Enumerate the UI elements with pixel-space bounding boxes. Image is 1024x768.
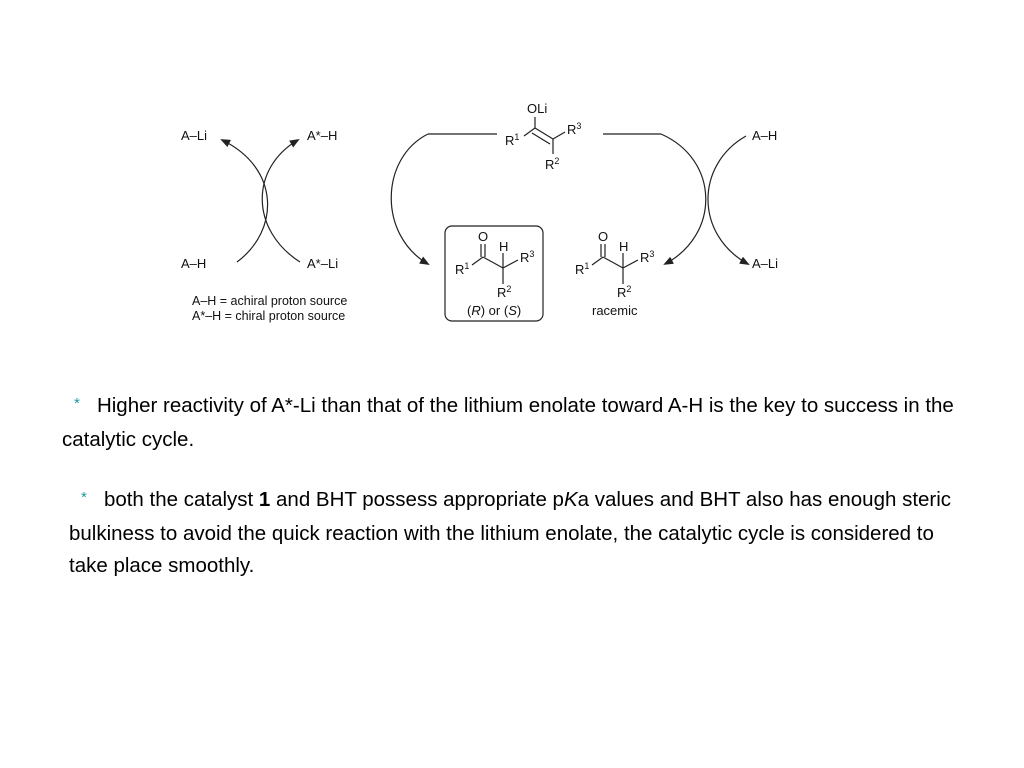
label-a-h-bottom: A–H [181,256,206,271]
legend-achiral: A–H = achiral proton source [192,294,347,308]
arc-right-cycle-right [707,135,750,265]
enolate-oli: OLi [527,101,547,116]
racemic-product-r1: R1 [575,261,589,277]
racemic-caption: racemic [592,303,638,318]
racemic-product-o: O [598,229,608,244]
chiral-product: O H R1 R3 R2 (R) or (S) [444,225,544,322]
enolate-r1: R1 [505,132,519,148]
note-2-text-c: a values and BHT also has enough steric … [69,488,952,577]
lithium-enolate-structure: OLi R1 R3 R2 [505,101,581,172]
catalyst-number: 1 [258,488,271,511]
racemic-product: O H R1 R3 R2 racemic [575,229,654,318]
chiral-product-caption: (R) or (S) [467,303,521,318]
arc-right-cycle-left [660,133,707,265]
label-a-li-right: A–Li [752,256,778,271]
label-a-li-top: A–Li [181,128,207,143]
bullet-2-icon: * [81,489,87,506]
enolate-r3: R3 [567,121,581,137]
chiral-product-o: O [478,229,488,244]
label-chiral-h-top: A*–H [307,128,337,143]
note-2-text-b: and BHT possess appropriate p [270,488,564,511]
chiral-product-r1: R1 [455,261,469,277]
bullet-1-icon: * [74,395,80,412]
pka-k: K [563,488,578,511]
chiral-product-h: H [499,239,508,254]
label-chiral-li-bottom: A*–Li [307,256,338,271]
note-2-text-a: both the catalyst [103,488,259,511]
note-1: * Higher reactivity of A*-Li than that o… [62,390,962,456]
chiral-product-box [444,225,544,322]
reaction-scheme: A–Li A–H A*–H A*–Li A–H A–Li A–H = achir… [181,101,778,323]
arc-left-cycle-right [261,138,301,263]
arc-middle-cycle [390,133,430,266]
note-2: * both the catalyst 1 and BHT possess ap… [69,484,974,582]
racemic-product-r2: R2 [617,284,631,300]
racemic-product-r3: R3 [640,249,654,265]
chiral-product-r3: R3 [520,249,534,265]
chiral-product-r2: R2 [497,284,511,300]
enolate-r2: R2 [545,156,559,172]
note-1-text: Higher reactivity of A*-Li than that of … [62,394,954,451]
legend-chiral: A*–H = chiral proton source [192,309,345,323]
racemic-product-h: H [619,239,628,254]
label-a-h-right: A–H [752,128,777,143]
arc-left-cycle-left [220,139,269,263]
